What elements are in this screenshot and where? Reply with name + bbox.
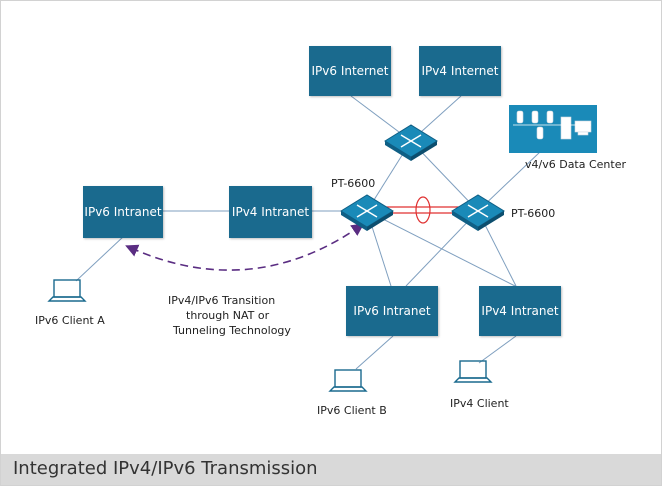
ipv4-intranet-mid-box: IPv4 Intranet [229,186,312,238]
caption-bar: Integrated IPv4/IPv6 Transmission [1,454,661,485]
transition-label-line1: IPv4/IPv6 Transition [168,294,276,307]
laptop-icon [453,360,493,383]
client-v4-label: IPv4 Client [450,397,509,410]
transition-label-line2: through NAT or [186,309,270,322]
ipv4-intranet-bottom-box: IPv4 Intranet [479,286,561,336]
router-icon [384,124,438,161]
link-lines [47,95,597,392]
client-a-label: IPv6 Client A [35,314,105,327]
ipv6-intranet-bottom-box: IPv6 Intranet [346,286,438,336]
laptop-icon [328,369,368,392]
client-b-label: IPv6 Client B [317,404,387,417]
router-icon [340,194,394,231]
router-label-left: PT-6600 [331,177,376,190]
data-center-label: v4/v6 Data Center [525,158,627,171]
router-label-right: PT-6600 [511,207,556,220]
transition-label-line3: Tunneling Technology [173,324,291,337]
ipv6-intranet-left-box: IPv6 Intranet [83,186,163,238]
ipv6-internet-box: IPv6 Internet [309,46,391,96]
router-icon [451,194,505,231]
laptop-icon [47,279,87,302]
server-rack-icon [509,105,597,153]
ipv4-internet-box: IPv4 Internet [419,46,501,96]
caption-title: Integrated IPv4/IPv6 Transmission [13,458,318,479]
